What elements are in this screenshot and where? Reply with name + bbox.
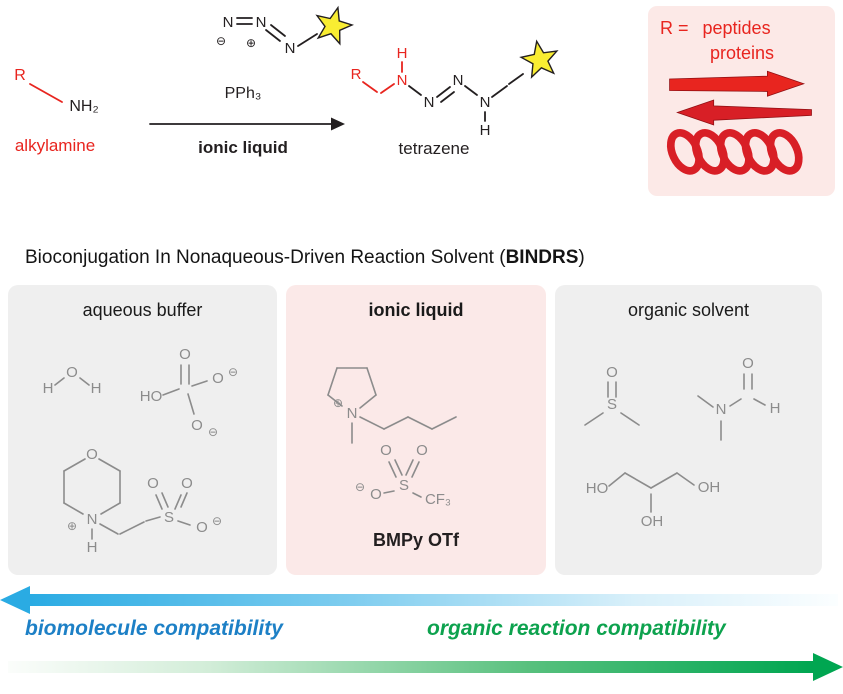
dmso-structure: O S: [584, 364, 640, 426]
mes-o1: O: [147, 475, 159, 492]
reaction-arrow: PPh₃ ionic liquid: [149, 85, 345, 157]
phosphate-minus-right: ⊖: [228, 365, 238, 379]
pyrrolidinium-structure: N ⊕: [327, 367, 457, 444]
dmso-o: O: [606, 364, 618, 381]
green-arrowhead: [813, 653, 843, 681]
phosphate-ho: HO: [140, 388, 163, 405]
glycerol-oh-right: OH: [698, 479, 721, 496]
product-fluorophore-star: [519, 39, 559, 79]
aqueous-buffer-header: aqueous buffer: [82, 300, 203, 320]
alkylamine-caption: alkylamine: [15, 136, 95, 155]
biomolecule-compatibility-arrow: [0, 586, 838, 614]
triflate-o-left: O: [370, 486, 382, 503]
product-n3: N: [453, 72, 464, 89]
ionic-liquid-structures: N ⊕ S O O O ⊖ CF₃: [327, 367, 460, 550]
triflate-structure: S O O O ⊖ CF₃: [355, 442, 451, 508]
product-n2: N: [424, 94, 435, 111]
mes-o2: O: [181, 475, 193, 492]
product-r-label: R: [351, 66, 362, 83]
alpha-helix: [666, 129, 803, 175]
phosphate-o-top: O: [179, 346, 191, 363]
phosphate-minus-bottom: ⊖: [208, 425, 218, 439]
r-equals-label: R =: [660, 18, 689, 38]
dmf-structure: O N H: [697, 355, 781, 441]
beta-sheet-arrow-right: [669, 70, 806, 97]
organic-solvent-panel: organic solvent O S O N H: [555, 285, 822, 575]
triflate-o2: O: [416, 442, 428, 459]
green-arrow-body: [8, 661, 813, 673]
fluorophore-star: [315, 5, 354, 46]
mes-n: N: [87, 511, 98, 528]
water-h2: H: [91, 380, 102, 397]
dmf-h: H: [770, 400, 781, 417]
product-n4: N: [480, 94, 491, 111]
reaction-scheme: R NH₂ alkylamine N N ⊖ ⊕ N PPh₃ ionic li…: [14, 5, 559, 158]
r-definition-box: R = peptides proteins: [648, 6, 835, 196]
alkylamine-structure: R NH₂ alkylamine: [14, 67, 98, 155]
tetrazene-structure: R N H N N N H tetrazene: [351, 39, 559, 158]
protein-ribbon-illustration: [666, 70, 812, 175]
tetrazene-caption: tetrazene: [399, 139, 470, 158]
product-n1: N: [397, 72, 408, 89]
glycerol-structure: HO OH OH: [586, 472, 721, 530]
pyrrolidinium-n: N: [347, 405, 358, 422]
title-prefix: Bioconjugation In Nonaqueous-Driven Reac…: [25, 247, 506, 268]
glycerol-ho: HO: [586, 480, 609, 497]
azide-n2: N: [256, 14, 267, 31]
beta-sheet-arrow-left: [676, 99, 812, 126]
phosphate-o-bottom: O: [191, 417, 203, 434]
glycerol-oh-mid: OH: [641, 513, 664, 530]
azide-n3: N: [285, 40, 296, 57]
triflate-minus: ⊖: [355, 480, 365, 494]
product-h1: H: [397, 45, 408, 62]
blue-arrowhead: [0, 586, 30, 614]
water-o: O: [66, 364, 78, 381]
aqueous-structures: O H H O HO O ⊖ O ⊖ O: [43, 346, 238, 556]
triflate-s: S: [399, 477, 409, 494]
water-structure: O H H: [43, 364, 102, 397]
bindrs-title: Bioconjugation In Nonaqueous-Driven Reac…: [25, 247, 585, 269]
peptides-label: peptides: [702, 18, 771, 38]
pyrrolidinium-plus: ⊕: [333, 396, 343, 410]
reagent-pph3-label: PPh₃: [225, 85, 262, 102]
azide-minus-charge: ⊖: [216, 34, 226, 48]
dmf-o: O: [742, 355, 754, 372]
title-suffix: ): [578, 247, 585, 268]
dmf-n: N: [716, 401, 727, 418]
mes-s: S: [164, 509, 174, 526]
mes-buffer-structure: O N ⊕ H S O O: [63, 446, 222, 556]
mes-plus: ⊕: [67, 519, 77, 533]
dmso-s: S: [607, 396, 617, 413]
triflate-o1: O: [380, 442, 392, 459]
ionic-liquid-header: ionic liquid: [368, 300, 464, 320]
product-h4: H: [480, 122, 491, 139]
aqueous-buffer-panel: aqueous buffer O H H O HO O ⊖ O: [8, 285, 277, 575]
mes-h: H: [87, 539, 98, 556]
r-definition-line1: R = peptides: [660, 18, 827, 39]
organic-solvent-structures: O S O N H HO: [584, 355, 781, 530]
ionic-liquid-panel: ionic liquid N ⊕ S O: [286, 285, 546, 575]
phosphate-structure: O HO O ⊖ O ⊖: [140, 346, 238, 439]
organic-solvent-header: organic solvent: [627, 300, 750, 320]
phosphate-o-right: O: [212, 370, 224, 387]
azide-n1: N: [223, 14, 234, 31]
reactant-nh2-label: NH₂: [69, 98, 98, 115]
organic-compatibility-arrow: [8, 653, 843, 681]
blue-arrow-body: [30, 594, 838, 606]
water-h1: H: [43, 380, 54, 397]
mes-o: O: [86, 446, 98, 463]
solvent-ionic-liquid-label: ionic liquid: [198, 138, 288, 157]
organic-compatibility-label: organic reaction compatibility: [427, 617, 726, 640]
reactant-r-label: R: [14, 67, 26, 84]
triflate-cf3: CF₃: [425, 491, 451, 508]
azide-plus-charge: ⊕: [246, 36, 256, 50]
mes-minus: ⊖: [212, 514, 222, 528]
title-acronym: BINDRS: [505, 247, 579, 268]
bmpy-otf-caption: BMPy OTf: [373, 530, 460, 550]
proteins-label: proteins: [710, 43, 775, 63]
arrowhead: [331, 117, 345, 131]
biomolecule-compatibility-label: biomolecule compatibility: [25, 617, 283, 640]
mes-o3: O: [196, 519, 208, 536]
azide-reagent-structure: N N ⊖ ⊕ N: [216, 5, 354, 57]
